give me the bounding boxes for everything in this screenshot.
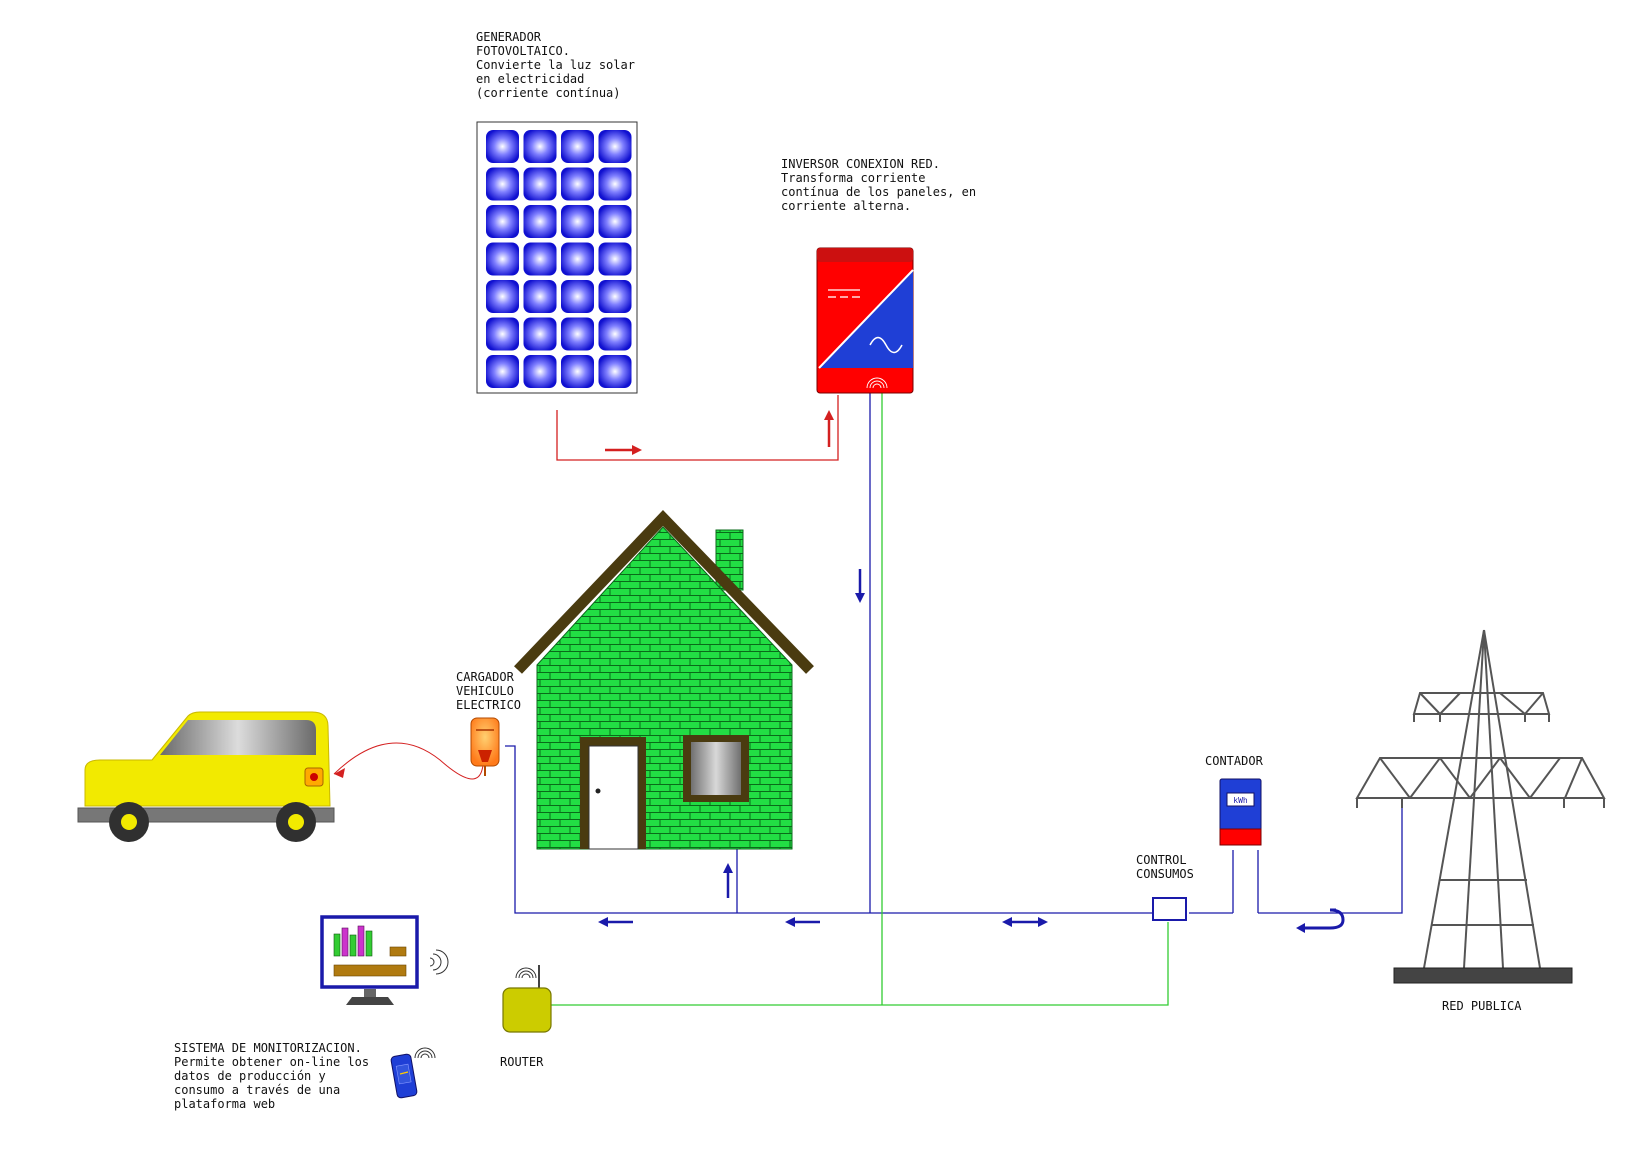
ac-arrow-down [855,569,865,603]
solar-cell [486,280,519,313]
control-label-line: CONTROL [1136,853,1187,867]
dc-arrow-right [605,445,642,455]
charger-label-line: VEHICULO [456,684,514,698]
solar-cell [598,167,632,201]
solar-cell [523,317,557,351]
monitor-icon [320,915,449,1005]
smartphone-icon [390,1047,436,1099]
monitoring-label-line: plataforma web [174,1097,275,1111]
generator-label-line: FOTOVOLTAICO. [476,44,570,58]
solar-cell [561,355,594,388]
ac-arrow-u-turn [1296,908,1345,933]
dc-wiring [556,395,839,461]
generator-label-line: (corriente contínua) [476,86,621,100]
solar-cell [561,280,594,313]
ac-arrow-up-house [723,863,733,898]
solar-cell [486,167,519,201]
grid-label: RED PUBLICA [1442,999,1522,1013]
house-icon [514,510,814,850]
solar-cell [598,242,632,276]
inverter-label-line: corriente alterna. [781,199,911,213]
monitoring-label-line: datos de producción y [174,1069,326,1083]
solar-cell [486,130,519,163]
solar-cell [561,167,594,201]
generator-label-line: en electricidad [476,72,584,86]
consumption-control-icon [1152,897,1187,921]
generator-label: GENERADOR FOTOVOLTAICO. Convierte la luz… [476,30,635,100]
ac-wiring [505,393,1403,933]
power-pylon-icon [1355,629,1606,984]
solar-cell [523,205,557,238]
car-icon [77,711,335,842]
charging-cable [333,742,485,780]
solar-cell [598,317,632,351]
data-wiring [548,393,1169,1006]
solar-cell [598,280,632,313]
meter-display: kWh [1233,796,1248,805]
solar-cell [598,355,632,388]
solar-cell [523,242,557,276]
solar-cell [561,242,594,276]
ac-arrow-bidirectional [1002,917,1048,927]
solar-cell [523,355,557,388]
inverter-label: INVERSOR CONEXION RED. Transforma corrie… [781,157,976,213]
dc-arrow-up [824,410,834,447]
solar-cell [486,205,519,238]
charger-label-line: CARGADOR [456,670,515,684]
solar-cell [523,280,557,313]
inverter-label-line: INVERSOR CONEXION RED. [781,157,940,171]
ac-arrow-left-1 [598,917,633,927]
dc-line [556,395,839,461]
charger-label-line: ELECTRICO [456,698,521,712]
monitoring-label: SISTEMA DE MONITORIZACION. Permite obten… [174,1041,369,1111]
solar-cell [523,167,557,201]
meter-icon: kWh [1219,778,1262,846]
router-icon [502,965,552,1033]
wifi-icon [429,949,449,975]
solar-cell [561,130,594,163]
generator-label-line: Convierte la luz solar [476,58,635,72]
control-label: CONTROL CONSUMOS [1136,853,1194,881]
charger-label: CARGADOR VEHICULO ELECTRICO [456,670,521,712]
solar-cell [486,355,519,388]
inverter-label-line: Transforma corriente [781,171,926,185]
inverter-icon [816,247,914,394]
monitoring-label-line: Permite obtener on-line los [174,1055,369,1069]
solar-cell [486,242,519,276]
solar-cell [561,317,594,351]
ac-arrow-left-2 [785,917,820,927]
generator-label-line: GENERADOR [476,30,542,44]
wifi-icon [866,377,888,389]
inverter-label-line: contínua de los paneles, en [781,185,976,199]
solar-cell [561,205,594,238]
wifi-icon [414,1047,436,1059]
solar-cell [598,205,632,238]
monitoring-label-line: SISTEMA DE MONITORIZACION. [174,1041,362,1055]
monitoring-label-line: consumo a través de una [174,1083,340,1097]
solar-cell [598,130,632,163]
solar-cell [523,130,557,163]
ev-charger-icon [470,717,500,776]
solar-panel-icon [476,121,638,394]
solar-cell [486,317,519,351]
router-label: ROUTER [500,1055,544,1069]
control-label-line: CONSUMOS [1136,867,1194,881]
wifi-icon [515,967,537,979]
meter-label: CONTADOR [1205,754,1264,768]
